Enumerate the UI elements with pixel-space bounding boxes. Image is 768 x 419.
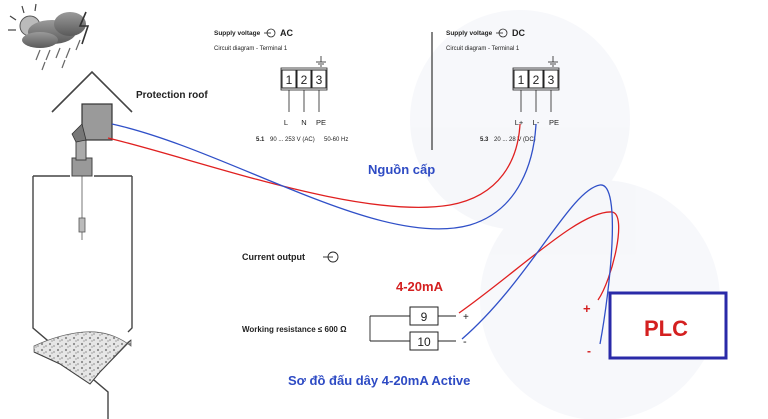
dc-supply-symbol-icon [496, 28, 508, 38]
ground-icon [548, 56, 558, 67]
dc-pin-l-minus: L- [533, 118, 540, 127]
blue-supply-wire [111, 123, 537, 230]
ground-icon [316, 56, 326, 67]
plc-minus-sign: - [587, 344, 591, 358]
bulk-material [33, 331, 132, 385]
wiring-caption: Sơ đồ đấu dây 4-20mA Active [288, 373, 470, 388]
ac-pin-n: N [301, 118, 306, 127]
ac-supply-type: AC [280, 28, 293, 38]
dc-supply-block: Supply voltage DC Circuit diagram - Term… [446, 28, 560, 143]
protection-roof [51, 70, 133, 113]
level-sensor [71, 103, 113, 177]
ac-note-id: 5.1 [256, 137, 265, 143]
terminal-9: 9 [421, 310, 428, 324]
power-supply-label: Nguồn cấp [368, 162, 435, 177]
silo [32, 70, 133, 419]
plc-box [608, 291, 728, 360]
ac-supply-symbol-icon [264, 28, 276, 38]
current-output-block: Current output 4-20mA 9 + 10 - Working r… [242, 251, 469, 351]
ac-note-voltage: 90 ... 253 V (AC) [270, 137, 315, 143]
ac-supply-block: Supply voltage AC Circuit diagram - Term… [214, 28, 348, 143]
red-supply-wire [107, 123, 521, 209]
weather-icon [8, 3, 90, 71]
current-range-label: 4-20mA [396, 279, 444, 294]
terminal-10-polarity: - [463, 336, 467, 348]
dc-circuit-label: Circuit diagram - Terminal 1 [446, 46, 520, 52]
ac-note-frequency: 50-60 Hz [324, 137, 348, 143]
protection-roof-label: Protection roof [136, 90, 208, 101]
ac-circuit-label: Circuit diagram - Terminal 1 [214, 46, 288, 52]
dc-terminal-2: 2 [533, 73, 540, 87]
dc-note-id: 5.3 [480, 137, 489, 143]
dc-terminal-3: 3 [548, 73, 555, 87]
dc-pin-l-plus: L+ [515, 118, 524, 127]
ac-terminal-3: 3 [316, 73, 323, 87]
plc-plus-sign: + [583, 301, 591, 316]
dc-supply-title: Supply voltage [446, 30, 493, 37]
blue-signal-wire [461, 184, 614, 345]
wires [107, 123, 620, 345]
working-resistance-label: Working resistance ≤ 600 Ω [242, 325, 347, 334]
ac-pin-pe: PE [316, 118, 326, 127]
red-signal-wire [458, 211, 620, 314]
current-output-symbol-icon [323, 251, 339, 263]
terminal-10: 10 [417, 335, 431, 349]
dc-pin-pe: PE [549, 118, 559, 127]
ac-terminal-1: 1 [286, 73, 293, 87]
dc-supply-type: DC [512, 28, 525, 38]
dc-terminal-1: 1 [518, 73, 525, 87]
dc-note-voltage: 20 ... 28 V (DC) [494, 137, 536, 143]
ac-supply-title: Supply voltage [214, 30, 261, 37]
plc-label: PLC [644, 316, 688, 341]
ac-terminal-2: 2 [301, 73, 308, 87]
current-output-label: Current output [242, 252, 305, 262]
terminal-9-polarity: + [463, 312, 469, 323]
ac-pin-l: L [284, 118, 288, 127]
